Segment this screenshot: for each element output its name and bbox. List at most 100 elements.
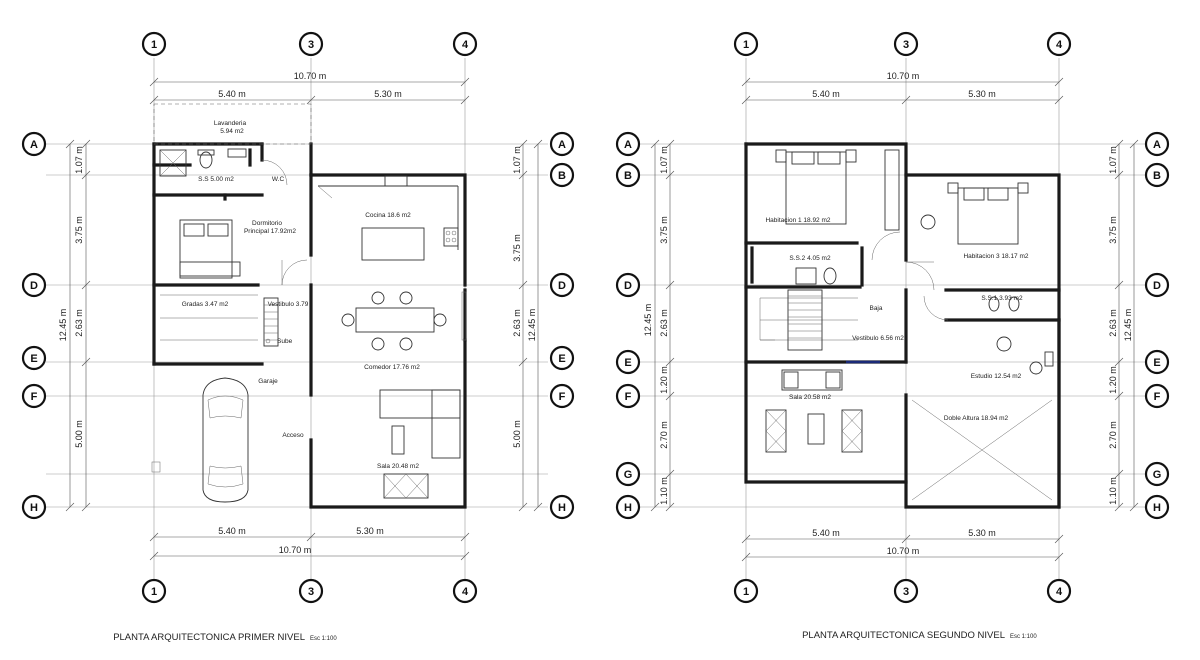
svg-text:E: E	[558, 353, 565, 365]
svg-text:3: 3	[903, 39, 909, 51]
room-garaje: Garaje	[258, 378, 278, 385]
dimensions-right-level-2: 1.07 m 3.75 m 2.63 m 1.20 m 2.70 m 1.10 …	[1108, 139, 1139, 512]
svg-text:1: 1	[743, 586, 749, 598]
room-labels-level-2: Habitacion 1 18.92 m2 Habitacion 3 18.17…	[765, 217, 1028, 422]
dim-row-de: 2.63 m	[74, 309, 84, 337]
dim-total-width-bottom: 10.70 m	[279, 545, 312, 555]
dim-total-width-l2: 10.70 m	[887, 71, 920, 81]
room-habitacion-1: Habitacion 1 18.92 m2	[765, 217, 830, 224]
dim-row-bd: 3.75 m	[74, 216, 84, 244]
dim-row-eh: 5.00 m	[74, 420, 84, 448]
svg-text:3: 3	[308, 39, 314, 51]
room-gradas: Gradas 3.47 m2	[182, 301, 229, 308]
dimensions-top-level-2: 10.70 m 5.40 m 5.30 m	[741, 71, 1064, 105]
grid-bubble-4-top-l2: 4	[1046, 31, 1072, 57]
svg-text:B: B	[558, 170, 566, 182]
plan-level-1: 10.70 m 5.40 m 5.30 m 5.40 m 5.30 m 10.7…	[21, 31, 575, 643]
dim-row-ef-l2: 1.20 m	[659, 366, 669, 394]
dim-row-ab-right-l2: 1.07 m	[1108, 146, 1118, 174]
dimensions-left-level-2: 12.45 m 1.07 m 3.75 m 2.63 m 1.20 m 2.70…	[643, 139, 675, 512]
title-level-1: PLANTA ARQUITECTONICA PRIMER NIVEL	[113, 632, 305, 643]
svg-text:A: A	[1153, 139, 1161, 151]
svg-text:1: 1	[151, 39, 157, 51]
grid-bubble-A-right: A	[549, 131, 575, 157]
svg-text:H: H	[30, 502, 38, 514]
grid-bubbles-level-2: 1 3 4 1 3 4 A B D E F G H A B D E F G H	[615, 31, 1170, 604]
dim-row-gh-right-l2: 1.10 m	[1108, 477, 1118, 505]
dim-total-height-l2: 12.45 m	[643, 304, 653, 337]
dim-row-eh-right: 5.00 m	[512, 420, 522, 448]
room-doble-altura: Doble Altura 18.94 m2	[944, 415, 1009, 422]
svg-text:D: D	[558, 280, 566, 292]
svg-text:4: 4	[1056, 586, 1063, 598]
dim-row-ab-l2: 1.07 m	[659, 146, 669, 174]
grid-bubble-3-top: 3	[298, 31, 324, 57]
dim-span-3-4-l2: 5.30 m	[968, 89, 996, 99]
walls-level-1	[152, 142, 467, 509]
room-ss1: S.S.1 3.93 m2	[981, 295, 1023, 302]
dim-row-ef-right-l2: 1.20 m	[1108, 366, 1118, 394]
dim-row-bd-right: 3.75 m	[512, 234, 522, 262]
grid-bubble-E-left-l2: E	[615, 349, 641, 375]
grid-bubble-4-bottom-l2: 4	[1046, 578, 1072, 604]
svg-text:B: B	[624, 170, 632, 182]
grid-lines-level-2	[640, 58, 1145, 580]
svg-text:F: F	[1154, 391, 1161, 403]
grid-bubble-A-right-l2: A	[1144, 131, 1170, 157]
grid-bubble-D-left-l2: D	[615, 272, 641, 298]
grid-bubble-B-left-l2: B	[615, 162, 641, 188]
dimensions-right-level-1: 1.07 m 3.75 m 2.63 m 5.00 m 12.45 m	[512, 139, 543, 512]
room-lavanderia-area: 5.94 m2	[220, 128, 244, 135]
grid-bubble-F-right: F	[549, 383, 575, 409]
grid-bubble-A-left: A	[21, 131, 47, 157]
svg-text:F: F	[559, 391, 566, 403]
grid-bubble-D-right-l2: D	[1144, 272, 1170, 298]
scale-level-1: Esc 1:100	[310, 636, 337, 642]
svg-text:4: 4	[462, 586, 469, 598]
svg-text:B: B	[1153, 170, 1161, 182]
grid-bubble-B-right: B	[549, 162, 575, 188]
dim-span-3-4-bottom-l2: 5.30 m	[968, 528, 996, 538]
svg-text:A: A	[558, 139, 566, 151]
grid-bubble-3-bottom: 3	[298, 578, 324, 604]
svg-text:E: E	[624, 357, 631, 369]
grid-bubble-4-top: 4	[452, 31, 478, 57]
grid-bubble-B-right-l2: B	[1144, 162, 1170, 188]
grid-bubble-3-bottom-l2: 3	[893, 578, 919, 604]
dim-span-3-4-bottom: 5.30 m	[356, 526, 384, 536]
svg-text:D: D	[30, 280, 38, 292]
room-acceso: Acceso	[282, 432, 304, 439]
dim-row-ab-right: 1.07 m	[512, 146, 522, 174]
svg-text:1: 1	[151, 586, 157, 598]
grid-bubble-H-left-l2: H	[615, 494, 641, 520]
room-baja: Baja	[869, 305, 882, 312]
svg-text:F: F	[31, 391, 38, 403]
grid-bubble-E-left: E	[21, 345, 47, 371]
dim-row-de-right: 2.63 m	[512, 309, 522, 337]
dimensions-bottom-level-1: 5.40 m 5.30 m 10.70 m	[149, 526, 470, 561]
grid-bubbles-level-1: 1 3 4 1 3 4 A D E F H A B D E F H	[21, 31, 575, 604]
dim-row-de-right-l2: 2.63 m	[1108, 309, 1118, 337]
svg-text:H: H	[624, 502, 632, 514]
svg-text:E: E	[30, 353, 37, 365]
dim-span-1-3-l2: 5.40 m	[812, 89, 840, 99]
fixtures-level-2	[759, 149, 1054, 501]
svg-text:H: H	[1153, 502, 1161, 514]
grid-bubble-A-left-l2: A	[615, 131, 641, 157]
room-dormitorio-area: Principal 17.92m2	[244, 228, 296, 235]
dim-total-width-bottom-l2: 10.70 m	[887, 546, 920, 556]
dim-total-width: 10.70 m	[294, 71, 327, 81]
dim-row-fg-right-l2: 2.70 m	[1108, 421, 1118, 449]
room-estudio: Estudio 12.54 m2	[971, 373, 1022, 380]
grid-bubble-F-left-l2: F	[615, 383, 641, 409]
dim-row-ab: 1.07 m	[74, 146, 84, 174]
dim-row-bd-l2: 3.75 m	[659, 216, 669, 244]
svg-text:1: 1	[743, 39, 749, 51]
svg-text:G: G	[1153, 469, 1162, 481]
dimensions-top-level-1: 10.70 m 5.40 m 5.30 m	[149, 71, 470, 105]
walls-level-2	[744, 142, 1061, 509]
room-ss2: S.S.2 4.05 m2	[789, 255, 831, 262]
dim-span-1-3-bottom: 5.40 m	[218, 526, 246, 536]
room-habitacion-3: Habitacion 3 18.17 m2	[963, 253, 1028, 260]
